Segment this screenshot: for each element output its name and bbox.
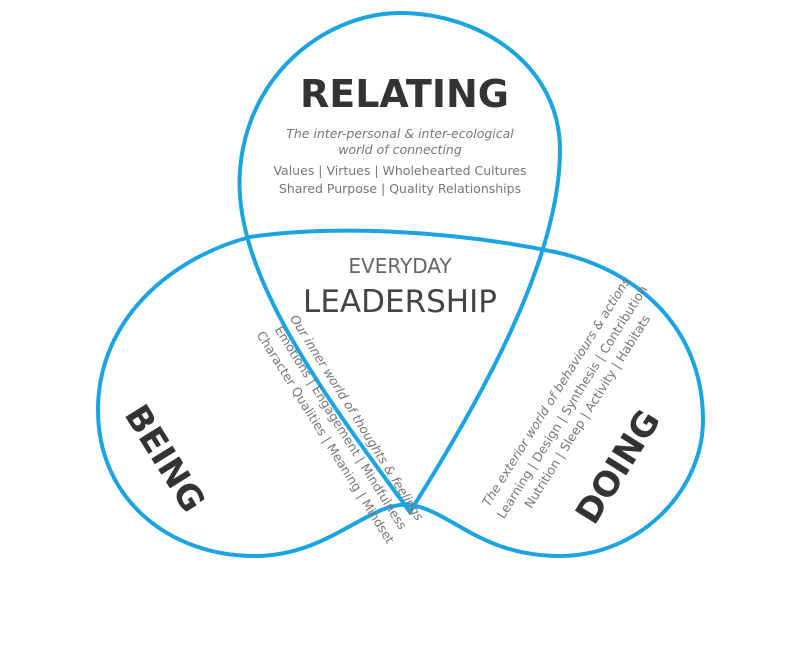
venn-outline: [95, 10, 706, 559]
center-everyday: EVERYDAY: [348, 254, 452, 278]
relating-list-1: Values | Virtues | Wholehearted Cultures: [273, 163, 527, 178]
relating-list-2: Shared Purpose | Quality Relationships: [278, 181, 522, 196]
relating-title: RELATING: [300, 72, 509, 116]
relating-petal: [237, 10, 563, 516]
relating-subtitle-2: world of connecting: [338, 142, 462, 157]
center-leadership: LEADERSHIP: [303, 284, 497, 320]
being-doing-loop: [95, 228, 706, 559]
relating-subtitle-1: The inter-personal & inter-ecological: [286, 126, 514, 141]
